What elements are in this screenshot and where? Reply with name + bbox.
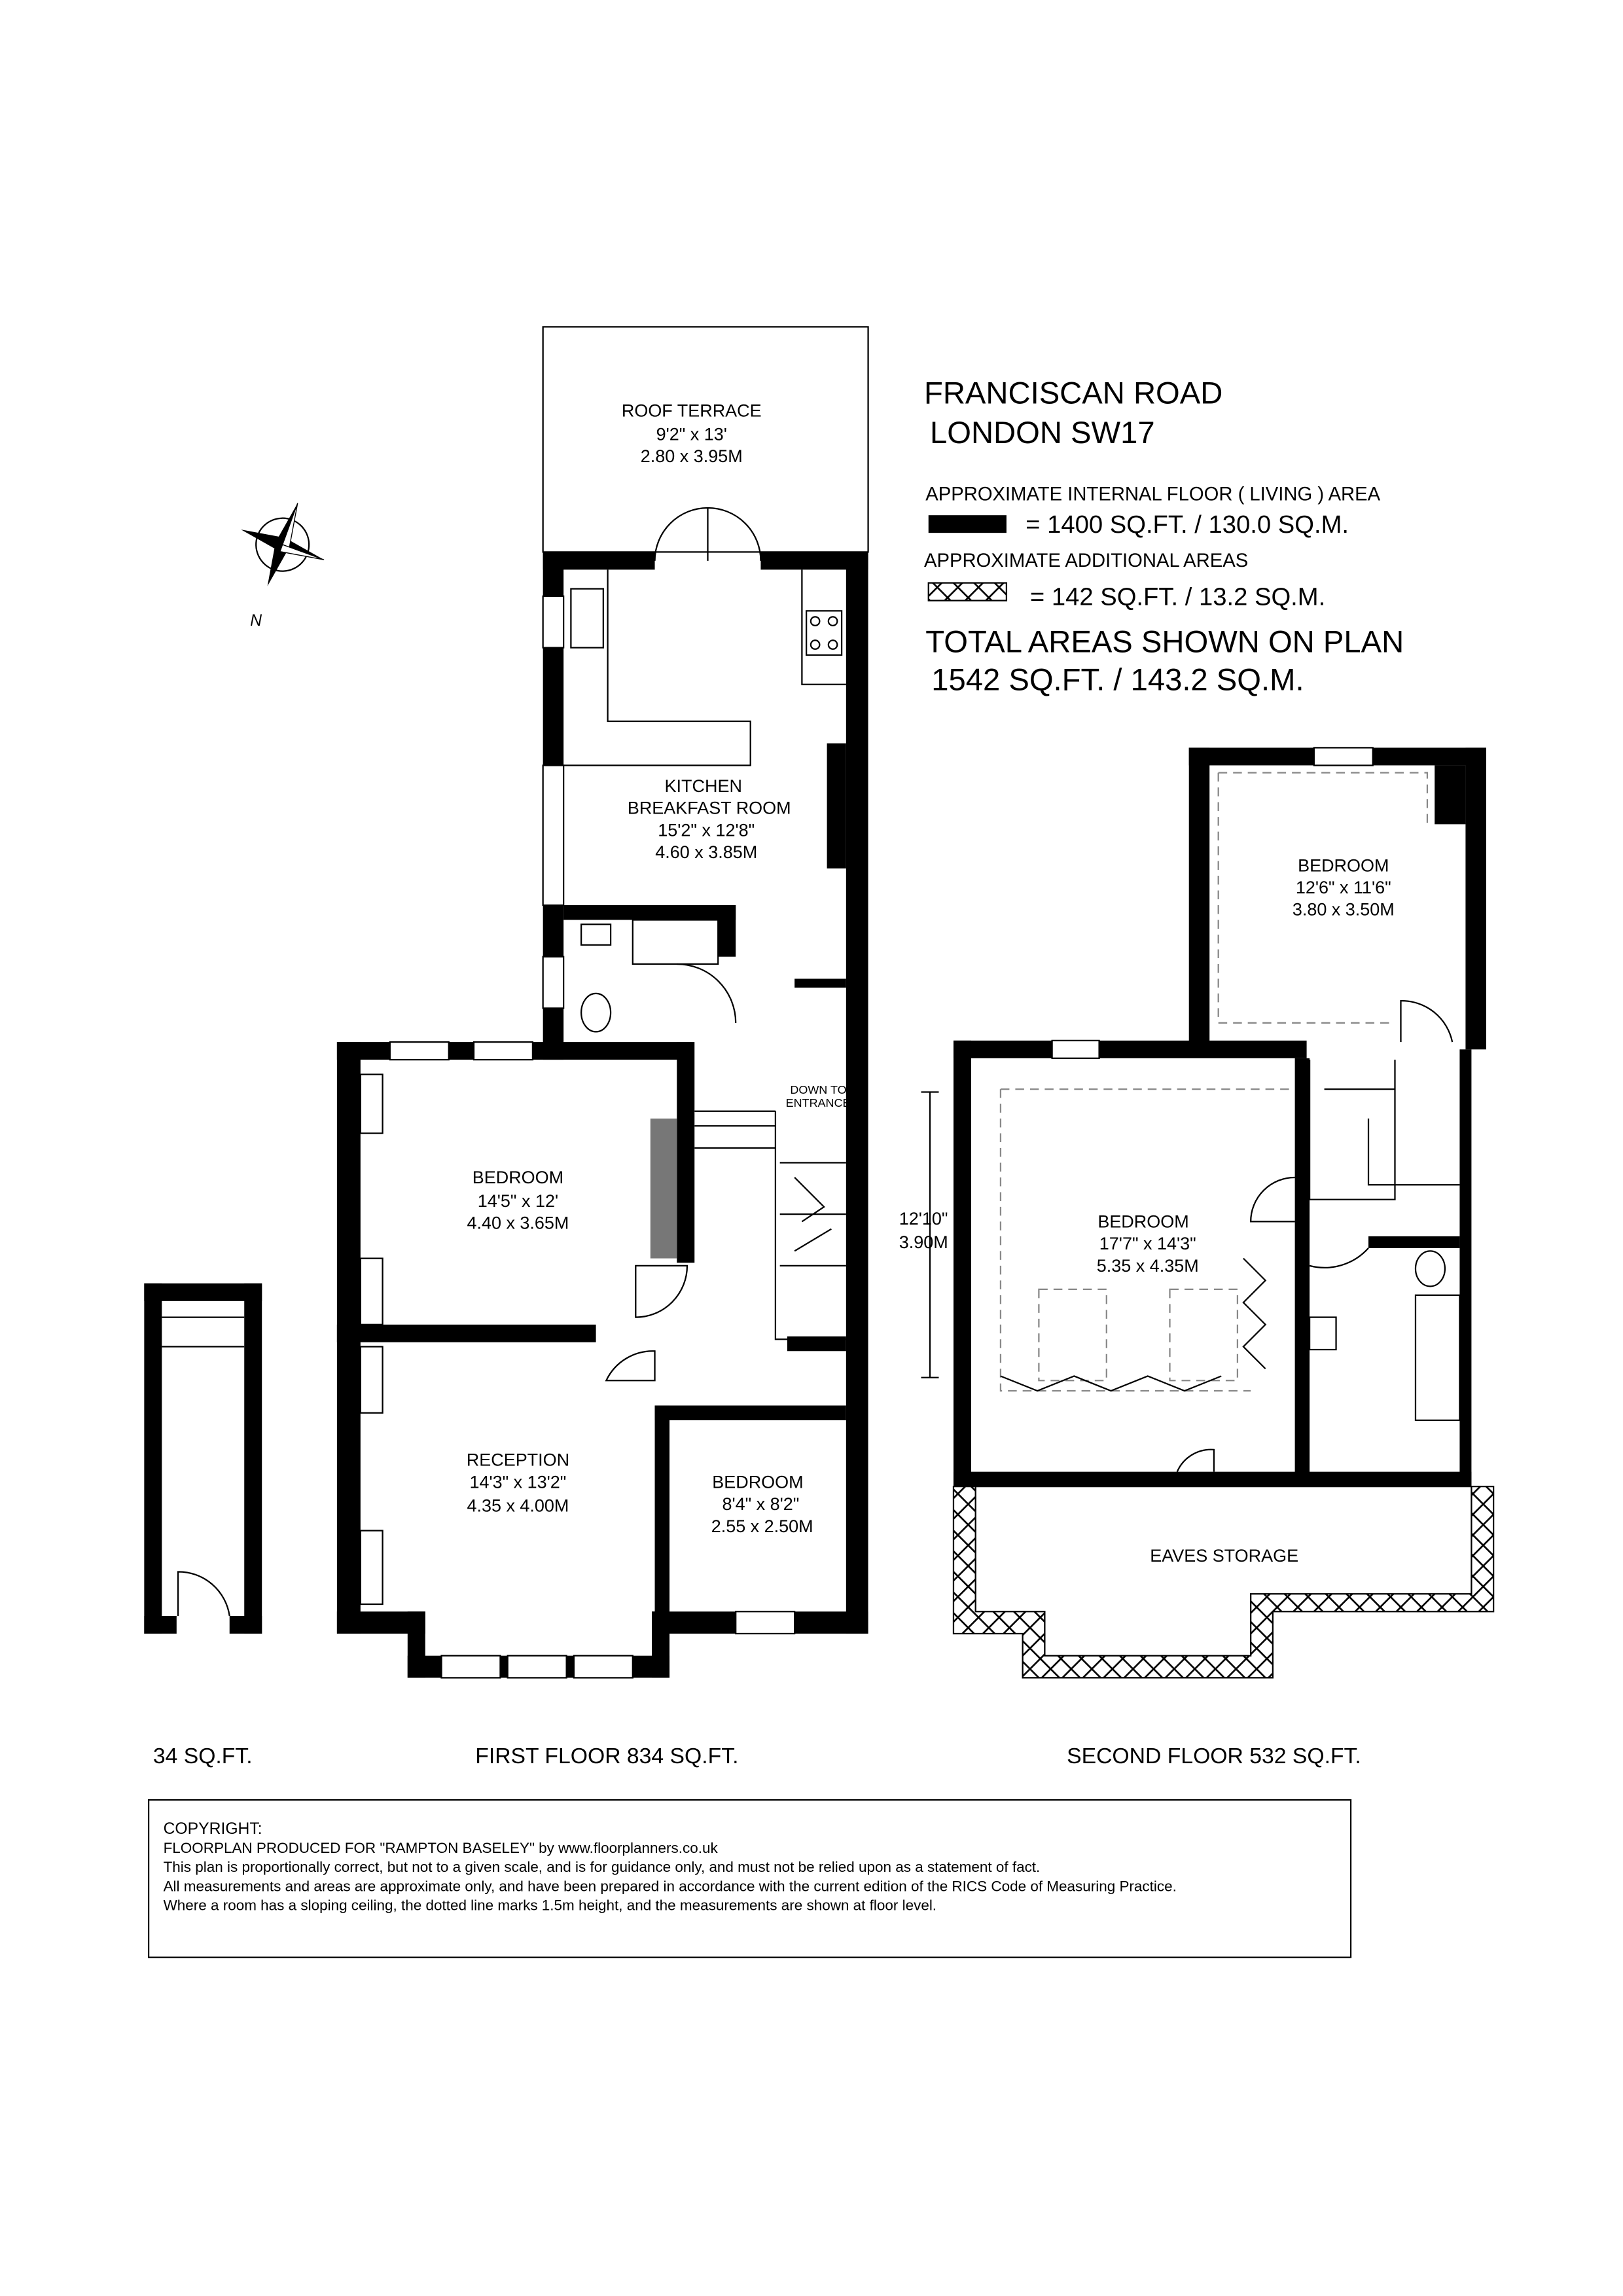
svg-text:3.80 x 3.50M: 3.80 x 3.50M [1293,900,1395,920]
room-bedroom-main: BEDROOM 17'7" x 14'3" 5.35 x 4.35M [1097,1211,1199,1275]
svg-text:8'4" x 8'2": 8'4" x 8'2" [722,1494,799,1514]
svg-text:12'6" x 11'6": 12'6" x 11'6" [1296,878,1391,897]
svg-text:2.80 x 3.95M: 2.80 x 3.95M [641,446,743,466]
total-label: TOTAL AREAS SHOWN ON PLAN [925,624,1404,659]
svg-text:BEDROOM: BEDROOM [473,1168,563,1187]
entrance-plan: 34 SQ.FT. [144,1283,262,1768]
copyright-line2: This plan is proportionally correct, but… [164,1859,1041,1875]
stairs-label-2: ENTRANCE [786,1096,851,1109]
copyright-box: COPYRIGHT: FLOORPLAN PRODUCED FOR "RAMPT… [147,1799,1352,1958]
room-bedroom-small: BEDROOM 8'4" x 8'2" 2.55 x 2.50M [711,1472,813,1535]
svg-text:4.35 x 4.00M: 4.35 x 4.00M [467,1496,569,1515]
svg-text:5.35 x 4.35M: 5.35 x 4.35M [1097,1256,1199,1276]
room-reception: RECEPTION 14'3" x 13'2" 4.35 x 4.00M [467,1450,569,1516]
copyright-line1: FLOORPLAN PRODUCED FOR "RAMPTON BASELEY"… [164,1840,719,1856]
toilet-icon [580,992,612,1033]
basin-icon [580,924,612,946]
stairs-icon [162,1316,245,1348]
additional-area-label: APPROXIMATE ADDITIONAL AREAS [924,550,1248,571]
first-floor-caption: FIRST FLOOR 834 SQ.FT. [475,1744,738,1768]
compass-icon [241,503,325,586]
total-value: 1542 SQ.FT. / 143.2 SQ.M. [931,663,1304,698]
fireplace [650,1119,677,1259]
entrance-caption: 34 SQ.FT. [153,1744,253,1768]
additional-area-value: = 142 SQ.FT. / 13.2 SQ.M. [1030,583,1325,611]
living-area-label: APPROXIMATE INTERNAL FLOOR ( LIVING ) AR… [925,484,1380,505]
stairs-icon [694,1110,846,1340]
svg-text:14'3" x 13'2": 14'3" x 13'2" [469,1472,566,1492]
copyright-line4: Where a room has a sloping ceiling, the … [164,1897,937,1914]
additional-area-swatch [927,582,1008,601]
svg-text:BEDROOM: BEDROOM [712,1472,803,1492]
second-floor-caption: SECOND FLOOR 532 SQ.FT. [1067,1744,1361,1768]
height-dimension [921,1091,939,1378]
room-roof-terrace: ROOF TERRACE 9'2" x 13' 2.80 x 3.95M [622,401,762,467]
svg-text:BEDROOM: BEDROOM [1097,1211,1188,1231]
svg-text:4.40 x 3.65M: 4.40 x 3.65M [467,1213,569,1233]
copyright-title: COPYRIGHT: [164,1820,262,1838]
wardrobe [1000,1375,1222,1392]
address-line2: LONDON SW17 [930,416,1155,450]
first-floor-plan: ROOF TERRACE 9'2" x 13' 2.80 x 3.95M KIT… [336,326,869,1768]
svg-text:17'7" x 14'3": 17'7" x 14'3" [1099,1234,1196,1253]
stairs-label: DOWN TO [790,1083,846,1096]
bath-icon [1414,1294,1461,1422]
room-kitchen: KITCHEN BREAKFAST ROOM 15'2" x 12'8" 4.6… [628,776,791,862]
stairs-icon [1308,1060,1460,1200]
sink-icon [570,588,604,649]
shower-icon [632,919,719,965]
svg-text:ROOF TERRACE: ROOF TERRACE [622,401,762,421]
room-bedroom-first: BEDROOM 14'5" x 12' 4.40 x 3.65M [467,1168,569,1233]
living-area-swatch [928,515,1007,533]
svg-text:RECEPTION: RECEPTION [467,1450,569,1470]
kitchen-counter [563,569,751,766]
room-bedroom-top: BEDROOM 12'6" x 11'6" 3.80 x 3.50M [1293,855,1395,919]
copyright-line3: All measurements and areas are approxima… [164,1878,1177,1894]
basin-icon [1308,1316,1337,1351]
svg-text:15'2" x 12'8": 15'2" x 12'8" [658,820,755,840]
compass-north-label: N [250,612,262,630]
living-area-value: = 1400 SQ.FT. / 130.0 SQ.M. [1026,511,1349,539]
svg-text:4.60 x 3.85M: 4.60 x 3.85M [655,842,757,862]
svg-text:BREAKFAST ROOM: BREAKFAST ROOM [628,798,791,818]
roof-terrace-outline [542,326,869,553]
hob-icon [806,610,843,656]
svg-text:9'2" x 13': 9'2" x 13' [656,425,727,444]
door-icon [177,1571,230,1617]
svg-text:14'5" x 12': 14'5" x 12' [478,1191,558,1211]
height-imperial: 12'10" [899,1209,948,1229]
double-door-icon [654,507,762,561]
svg-text:KITCHEN: KITCHEN [665,776,742,796]
height-metric: 3.90M [899,1232,948,1252]
svg-text:BEDROOM: BEDROOM [1298,855,1389,875]
second-floor-plan: 12'10" 3.90M BEDROOM 12'6" x 11'6" 3.80 … [899,747,1495,1768]
toilet-icon [1414,1250,1446,1287]
room-eaves-storage: EAVES STORAGE [1150,1546,1298,1566]
svg-text:2.55 x 2.50M: 2.55 x 2.50M [711,1516,813,1536]
address-line1: FRANCISCAN ROAD [924,376,1222,410]
header: FRANCISCAN ROAD LONDON SW17 APPROXIMATE … [924,376,1404,697]
